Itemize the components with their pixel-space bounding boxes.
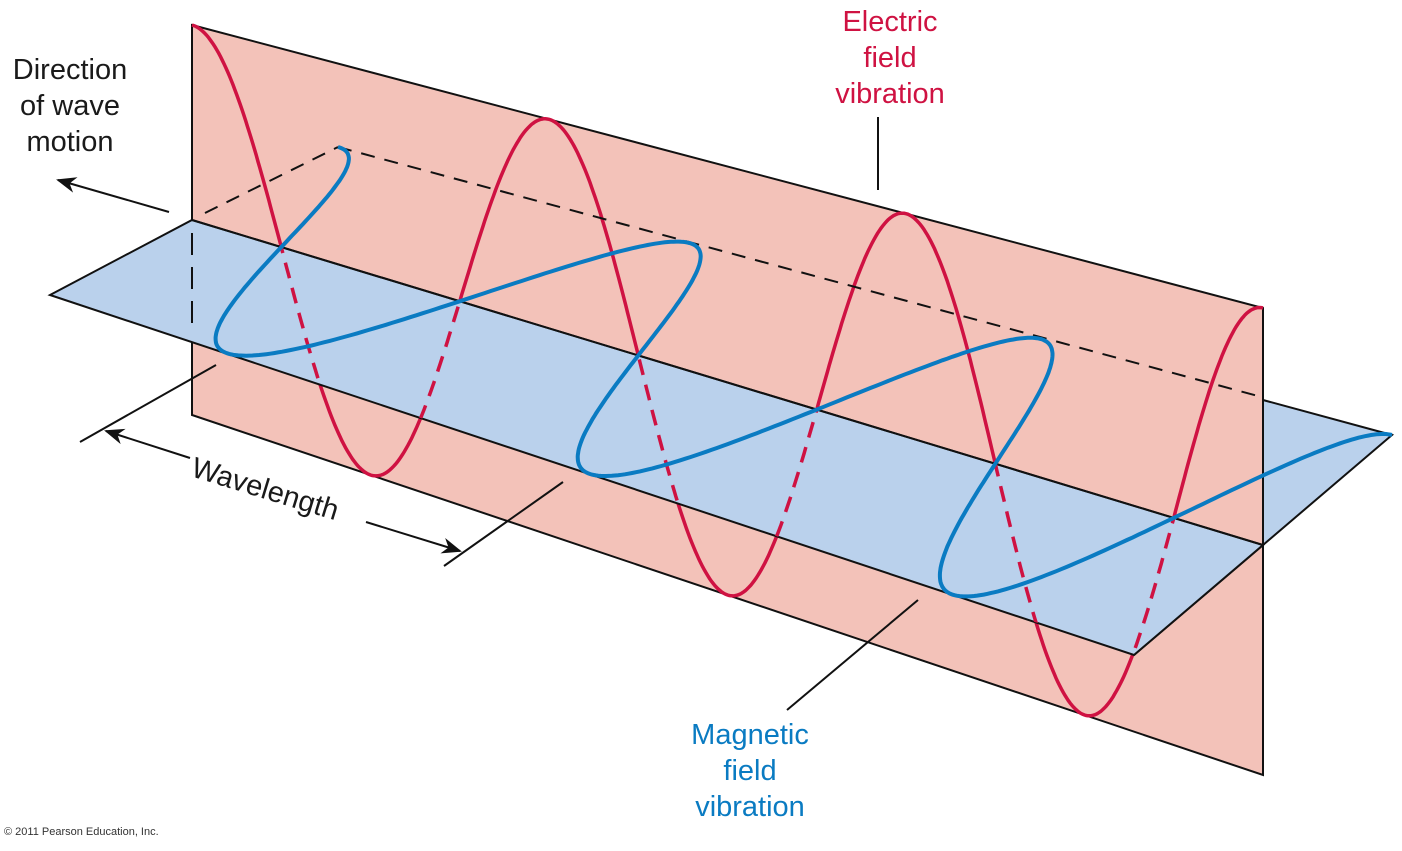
label-line: vibration	[695, 791, 805, 823]
label-line: Magnetic	[691, 719, 809, 751]
propagation-axis	[191, 219, 1264, 546]
magnetic-field-label: Magnetic field vibration	[650, 717, 850, 825]
label-line: of wave	[20, 90, 120, 122]
magnetic-field-wave	[213, 145, 1393, 599]
label-line: field	[723, 755, 777, 787]
label-line: Electric	[842, 6, 938, 38]
magnetic-plane-hidden-left-edge	[204, 146, 339, 214]
electric-field-wave	[191, 23, 1264, 718]
wavelength-tick-right	[443, 481, 564, 567]
wavelength-tick-left	[79, 364, 217, 443]
direction-of-wave-motion-label: Direction of wave motion	[0, 52, 140, 160]
copyright-notice: © 2011 Pearson Education, Inc.	[4, 826, 159, 838]
wavelength-arrow-left	[104, 428, 191, 459]
label-line: Direction	[12, 54, 128, 86]
electric-field-label: Electric field vibration	[790, 4, 990, 112]
wavelength-arrow-right	[365, 521, 462, 554]
magnetic-plane-hidden-back-edge	[337, 146, 1259, 397]
magnetic-leader-line	[786, 599, 919, 711]
direction-arrow	[56, 177, 170, 213]
label-line: motion	[26, 126, 114, 158]
label-line: vibration	[835, 78, 945, 110]
label-line: field	[863, 42, 917, 74]
